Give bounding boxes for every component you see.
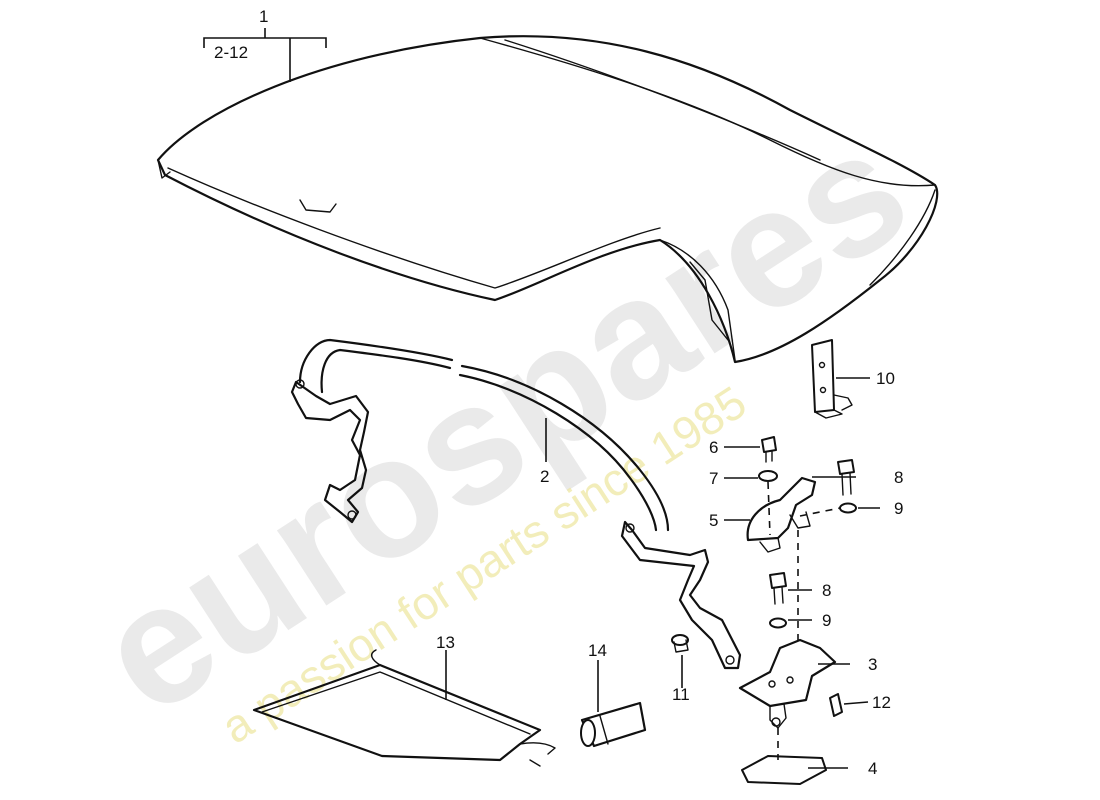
screw-6 (761, 436, 777, 463)
clip-12 (829, 693, 843, 717)
bracket-10 (811, 339, 853, 419)
rod-14 (580, 701, 647, 748)
callout-6: 6 (709, 438, 718, 457)
assembly-lines (767, 481, 841, 760)
callout-9-upper: 9 (894, 499, 903, 518)
bolt-8-lower (769, 572, 787, 605)
callout-7: 7 (709, 469, 718, 488)
leader-lines (203, 28, 880, 769)
callout-8-lower: 8 (822, 581, 831, 600)
callout-1: 1 (259, 7, 268, 26)
callout-4: 4 (868, 759, 877, 778)
hinge-5 (746, 476, 817, 553)
washer-9-lower (769, 617, 787, 629)
callout-13: 13 (436, 633, 455, 652)
storage-bag-13 (252, 649, 556, 767)
callout-11: 11 (672, 685, 690, 704)
callout-3: 3 (868, 655, 877, 674)
mounting-plate-3 (738, 638, 837, 729)
hardtop-shell (156, 35, 939, 364)
callout-10: 10 (876, 369, 895, 388)
washer-7 (758, 470, 778, 482)
washer-9-upper (839, 502, 857, 514)
pin-11 (671, 634, 689, 653)
callout-14: 14 (588, 641, 607, 660)
callout-labels: 1 2-12 2 3 4 5 6 7 8 8 9 9 10 11 12 13 1… (214, 7, 903, 778)
callout-5: 5 (709, 511, 718, 530)
frame-bow (290, 338, 742, 670)
callout-2: 2 (540, 467, 549, 486)
shim-plate-4 (741, 755, 827, 785)
callout-12: 12 (872, 693, 891, 712)
callout-8-upper: 8 (894, 468, 903, 487)
callout-9-lower: 9 (822, 611, 831, 630)
callout-1-range: 2-12 (214, 43, 248, 62)
